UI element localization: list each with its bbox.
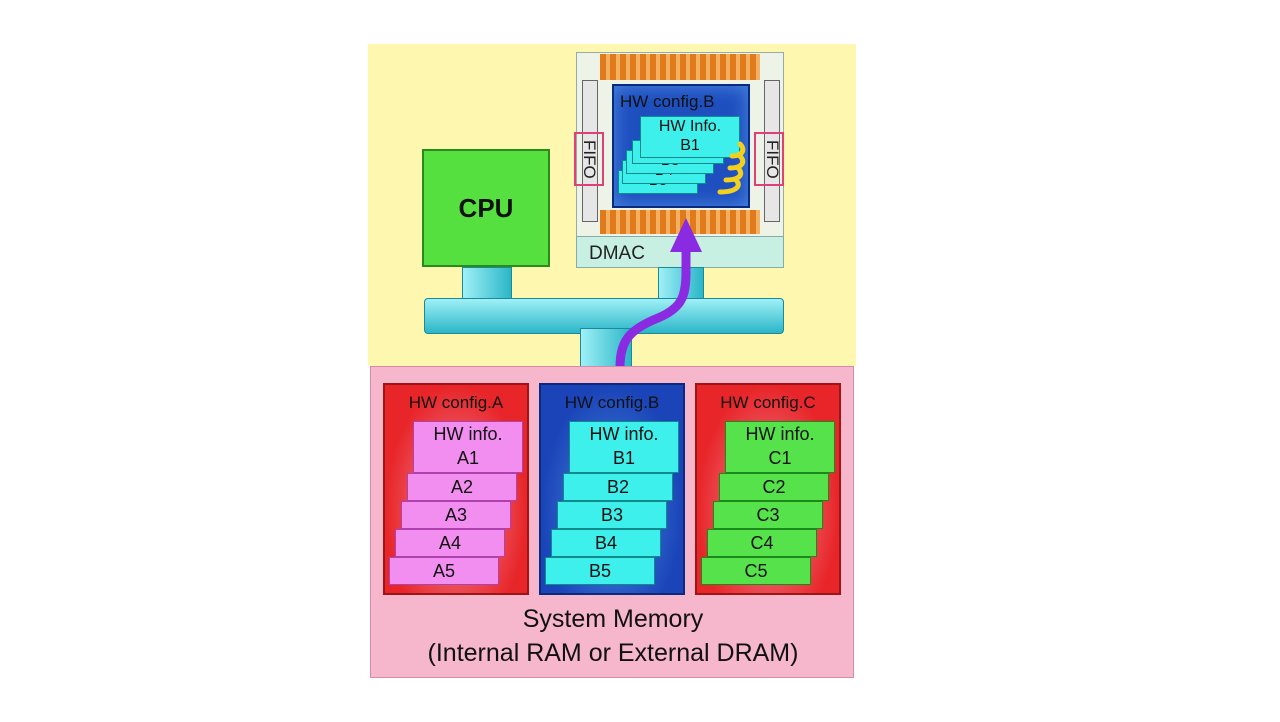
card-label: A4 <box>438 533 462 553</box>
loaded-card-header: HW Info. <box>658 118 722 135</box>
card-label: C1 <box>768 448 792 468</box>
fifo-right-frame <box>754 132 784 186</box>
fifo-right-label: FIFO <box>763 140 782 179</box>
card-label: A3 <box>444 505 468 525</box>
card-b2: B2 <box>563 473 673 501</box>
system-memory: HW config.A A5 A4 A3 A2 HW info. A1 HW c… <box>370 366 854 678</box>
hw-config-b-title: HW config.B <box>564 393 660 412</box>
card-b4: B4 <box>551 529 661 557</box>
loaded-card-label: B1 <box>680 137 700 154</box>
card-label: B4 <box>594 533 618 553</box>
loaded-card-b1: HW Info. B1 <box>640 116 740 158</box>
card-c5: C5 <box>701 557 811 585</box>
fifo-left-label: FIFO <box>580 140 599 179</box>
core-title: HW config.B <box>620 92 715 111</box>
card-b3: B3 <box>557 501 667 529</box>
pins-bottom <box>600 210 760 234</box>
hw-config-a-title: HW config.A <box>408 393 504 412</box>
hw-config-b-panel: HW config.B B5 B4 B3 B2 HW info. B1 <box>539 383 685 595</box>
card-a3: A3 <box>401 501 511 529</box>
memory-label-line2: (Internal RAM or External DRAM) <box>427 639 799 667</box>
card-header: HW info. <box>745 424 815 444</box>
card-label: B2 <box>606 477 630 497</box>
card-label: C2 <box>762 477 786 497</box>
card-label: C5 <box>744 561 768 581</box>
card-label: A1 <box>456 448 480 468</box>
card-label: A2 <box>450 477 474 497</box>
diagram: CPU FIFO FIFO HW config.B B5 B4 B3 B2 HW… <box>368 44 856 678</box>
card-a1: HW info. A1 <box>413 421 523 473</box>
dmac-label: DMAC <box>589 243 645 264</box>
card-header: HW info. <box>433 424 503 444</box>
card-b5: B5 <box>545 557 655 585</box>
arrow-up-icon <box>615 218 702 370</box>
cpu-label: CPU <box>458 192 514 223</box>
card-c2: C2 <box>719 473 829 501</box>
spiral-connector-icon <box>717 141 746 195</box>
card-a4: A4 <box>395 529 505 557</box>
fifo-right <box>764 80 780 222</box>
fifo-left <box>582 80 598 222</box>
pins-top <box>600 54 760 80</box>
card-label: C4 <box>750 533 774 553</box>
card-label: B5 <box>588 561 612 581</box>
fifo-left-frame <box>574 132 604 186</box>
memory-label-line1: System Memory <box>522 605 704 633</box>
card-label: B3 <box>600 505 624 525</box>
card-b1: HW info. B1 <box>569 421 679 473</box>
hw-config-c-panel: HW config.C C5 C4 C3 C2 HW info. C1 <box>695 383 841 595</box>
card-a2: A2 <box>407 473 517 501</box>
card-c4: C4 <box>707 529 817 557</box>
hw-config-c-title: HW config.C <box>720 393 816 412</box>
card-label: C3 <box>756 505 780 525</box>
card-c3: C3 <box>713 501 823 529</box>
card-a5: A5 <box>389 557 499 585</box>
cpu-block: CPU <box>422 149 550 267</box>
card-label: A5 <box>432 561 456 581</box>
card-c1: HW info. C1 <box>725 421 835 473</box>
hw-core-block: HW config.B B5 B4 B3 B2 HW Info. B1 <box>612 84 750 208</box>
card-label: B1 <box>612 448 636 468</box>
card-header: HW info. <box>589 424 659 444</box>
hw-config-a-panel: HW config.A A5 A4 A3 A2 HW info. A1 <box>383 383 529 595</box>
